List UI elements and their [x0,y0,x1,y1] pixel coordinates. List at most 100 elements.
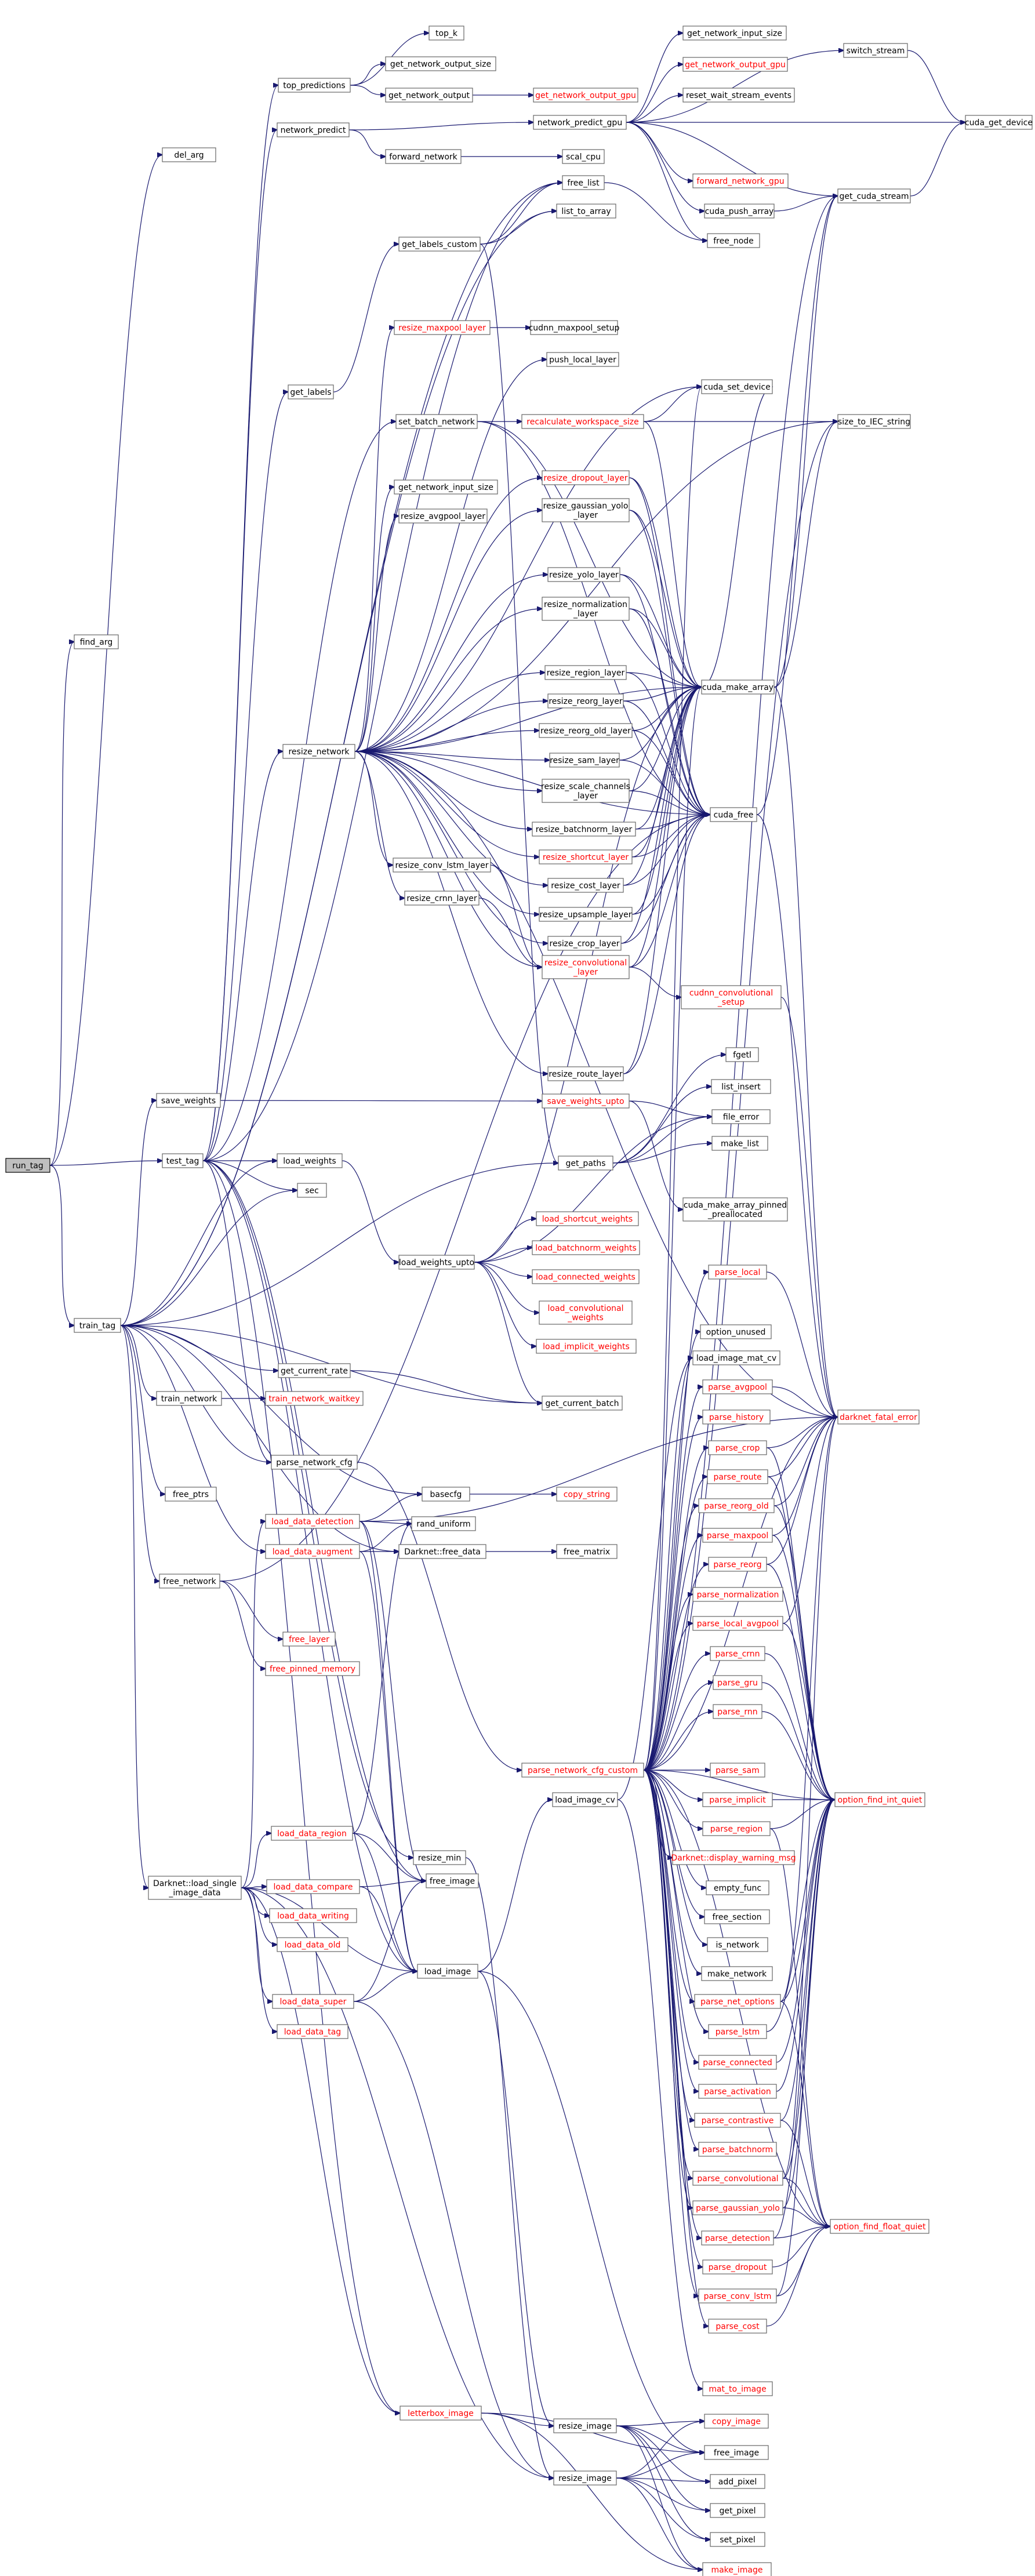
node-train-network-waitkey[interactable]: train_network_waitkey [265,1391,364,1406]
node-forward-network[interactable]: forward_network [385,149,462,164]
node-top-k[interactable]: top_k [428,26,464,41]
node-set-pixel[interactable]: set_pixel [710,2532,765,2547]
node-load-batchnorm-weights[interactable]: load_batchnorm_weights [532,1240,640,1255]
node-find-arg[interactable]: find_arg [74,634,119,649]
node-resize-conv-lstm-layer[interactable]: resize_conv_lstm_layer [393,858,491,873]
node-set-batch-network[interactable]: set_batch_network [395,414,478,429]
node-get-network-output-size[interactable]: get_network_output_size [385,56,496,71]
node-network-predict-gpu[interactable]: network_predict_gpu [533,115,627,130]
node-train-network[interactable]: train_network [156,1391,222,1406]
node-get-network-output-gpu2[interactable]: get_network_output_gpu [682,57,788,72]
node-parse-crnn[interactable]: parse_crnn [710,1646,765,1661]
node-parse-maxpool[interactable]: parse_maxpool [702,1528,773,1543]
node-load-data-detection[interactable]: load_data_detection [265,1514,360,1529]
node-mat-to-image[interactable]: mat_to_image [702,2381,773,2396]
node-load-weights-upto[interactable]: load_weights_upto [398,1255,475,1270]
node-push-local-layer[interactable]: push_local_layer [546,352,619,367]
node-free-image2[interactable]: free_image [704,2445,769,2460]
node-get-labels[interactable]: get_labels [288,384,334,399]
node-parse-reorg[interactable]: parse_reorg [708,1557,767,1572]
node-parse-reorg-old[interactable]: parse_reorg_old [698,1498,775,1513]
node-train-tag[interactable]: train_tag [74,1318,121,1333]
node-load-image[interactable]: load_image [417,1964,478,1979]
node-top-predictions[interactable]: top_predictions [278,78,351,93]
node-resize-maxpool-layer[interactable]: resize_maxpool_layer [394,320,491,335]
node-switch-stream[interactable]: switch_stream [843,43,908,58]
node-cuda-make-array[interactable]: cuda_make_array [701,680,775,695]
node-get-cuda-stream[interactable]: get_cuda_stream [837,188,911,204]
node-get-network-input-size[interactable]: get_network_input_size [682,26,787,41]
node-load-data-writing[interactable]: load_data_writing [269,1908,357,1923]
node-resize-shortcut-layer[interactable]: resize_shortcut_layer [539,849,633,864]
node-load-data-tag[interactable]: load_data_tag [277,2024,348,2039]
node-resize-convolutional-layer[interactable]: resize_convolutional_layer [542,955,630,979]
node-parse-implicit[interactable]: parse_implicit [702,1792,773,1807]
node-parse-avgpool[interactable]: parse_avgpool [702,1379,773,1394]
node-test-tag[interactable]: test_tag [162,1153,204,1168]
node-resize-route-layer[interactable]: resize_route_layer [547,1066,624,1081]
node-parse-convolutional[interactable]: parse_convolutional [692,2171,783,2186]
node-resize-crnn-layer[interactable]: resize_crnn_layer [404,891,480,906]
node-save-weights-upto[interactable]: save_weights_upto [542,1093,630,1109]
node-resize-gaussian-yolo-layer[interactable]: resize_gaussian_yolo_layer [542,498,630,522]
node-load-shortcut-weights[interactable]: load_shortcut_weights [536,1211,639,1226]
node-load-data-old[interactable]: load_data_old [277,1937,348,1952]
node-parse-rnn[interactable]: parse_rnn [713,1704,762,1719]
node-parse-net-options[interactable]: parse_net_options [694,1994,781,2009]
node-get-network-input-size2[interactable]: get_network_input_size [394,479,498,495]
node-free-pinned-memory[interactable]: free_pinned_memory [265,1661,360,1676]
node-load-data-super[interactable]: load_data_super [272,1994,354,2009]
node-resize-upsample-layer[interactable]: resize_upsample_layer [539,907,633,922]
node-get-labels-custom[interactable]: get_labels_custom [398,237,481,252]
node-resize-reorg-old-layer[interactable]: resize_reorg_old_layer [539,723,633,738]
node-file-error[interactable]: file_error [711,1109,771,1124]
node-get-pixel[interactable]: get_pixel [710,2503,765,2518]
node-get-network-output-gpu[interactable]: get_network_output_gpu [533,88,638,103]
node-resize-cost-layer[interactable]: resize_cost_layer [547,878,624,893]
node-resize-yolo-layer[interactable]: resize_yolo_layer [547,567,620,582]
node-save-weights[interactable]: save_weights [156,1093,221,1108]
node-load-data-compare[interactable]: load_data_compare [266,1879,360,1894]
node-resize-min[interactable]: resize_min [413,1850,466,1865]
node-parse-cost[interactable]: parse_cost [708,2319,767,2334]
node-darknet-load-single-image-data[interactable]: Darknet::load_single_image_data [148,1876,242,1900]
node-option-find-int-quiet[interactable]: option_find_int_quiet [834,1792,925,1807]
node-free-layer[interactable]: free_layer [282,1632,336,1647]
node-parse-sam[interactable]: parse_sam [710,1763,765,1778]
node-is-network[interactable]: is_network [707,1937,768,1952]
node-copy-string[interactable]: copy_string [556,1487,618,1502]
node-load-data-region[interactable]: load_data_region [271,1826,353,1841]
node-parse-normalization[interactable]: parse_normalization [692,1587,783,1602]
node-parse-history[interactable]: parse_history [702,1409,771,1425]
node-load-image-cv[interactable]: load_image_cv [552,1792,618,1807]
node-cuda-make-array-pinned-preallocated[interactable]: cuda_make_array_pinned_preallocated [682,1197,788,1222]
node-get-network-output[interactable]: get_network_output [385,88,473,103]
node-parse-network-cfg[interactable]: parse_network_cfg [271,1455,358,1470]
node-resize-image2[interactable]: resize_image [553,2470,617,2486]
node-parse-lstm[interactable]: parse_lstm [708,2024,767,2039]
node-get-paths[interactable]: get_paths [558,1156,613,1171]
node-get-current-batch[interactable]: get_current_batch [542,1396,623,1411]
node-load-image-mat-cv[interactable]: load_image_mat_cv [692,1350,780,1365]
node-free-image[interactable]: free_image [426,1873,479,1888]
node-basecfg[interactable]: basecfg [422,1487,470,1502]
node-parse-region[interactable]: parse_region [702,1821,771,1836]
node-empty-func[interactable]: empty_func [706,1880,769,1895]
node-darknet-fatal-error[interactable]: darknet_fatal_error [837,1409,920,1425]
node-recalculate-workspace-size[interactable]: recalculate_workspace_size [521,414,644,429]
node-free-matrix[interactable]: free_matrix [556,1544,618,1559]
node-resize-batchnorm-layer[interactable]: resize_batchnorm_layer [532,822,636,837]
node-parse-route[interactable]: parse_route [707,1469,768,1484]
node-resize-network[interactable]: resize_network [282,744,355,759]
node-get-current-rate[interactable]: get_current_rate [278,1363,351,1378]
node-parse-network-cfg-custom[interactable]: parse_network_cfg_custom [521,1763,644,1778]
node-cudnn-maxpool-setup[interactable]: cudnn_maxpool_setup [529,320,620,335]
node-parse-activation[interactable]: parse_activation [698,2084,777,2099]
node-resize-crop-layer[interactable]: resize_crop_layer [547,936,622,951]
node-free-list[interactable]: free_list [562,175,605,190]
node-rand-uniform[interactable]: rand_uniform [411,1516,476,1531]
node-free-network[interactable]: free_network [159,1574,220,1589]
node-resize-scale-channels-layer[interactable]: resize_scale_channels_layer [541,779,630,803]
node-resize-dropout-layer[interactable]: resize_dropout_layer [542,470,630,485]
node-parse-local[interactable]: parse_local [708,1265,767,1280]
